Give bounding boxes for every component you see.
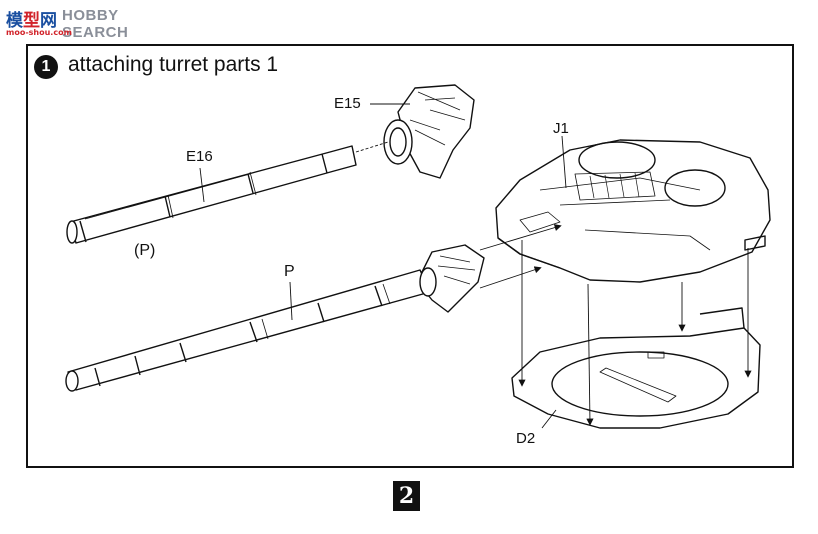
watermark: 模型网 HOBBY SEARCH moo-shou.com [4,4,174,41]
watermark-char-3: 网 [40,11,57,31]
label-e15: E15 [334,95,361,112]
step-number-badge: 1 [34,55,58,79]
step-title: attaching turret parts 1 [68,53,279,76]
label-p: P [284,263,295,280]
label-e16: E16 [186,148,213,165]
watermark-url: moo-shou.com [6,28,72,37]
watermark-char-1: 模 [6,11,23,31]
barrel-p [65,269,431,392]
label-j1: J1 [553,120,569,137]
label-d2: D2 [516,430,536,447]
label-p-ref: (P) [134,242,156,259]
mantlet-lower [419,244,485,313]
assembly-arrows [199,103,752,429]
mantlet-e15 [383,84,475,179]
watermark-char-2: 型 [23,11,40,31]
turret-j1 [495,139,771,283]
instruction-frame [26,44,794,468]
watermark-brand: HOBBY SEARCH [62,7,129,41]
turret-ring-d2 [511,307,761,429]
barrel-e16 [66,145,357,244]
watermark-chinese: 模型网 [6,6,57,31]
page-number: 2 [393,481,420,511]
